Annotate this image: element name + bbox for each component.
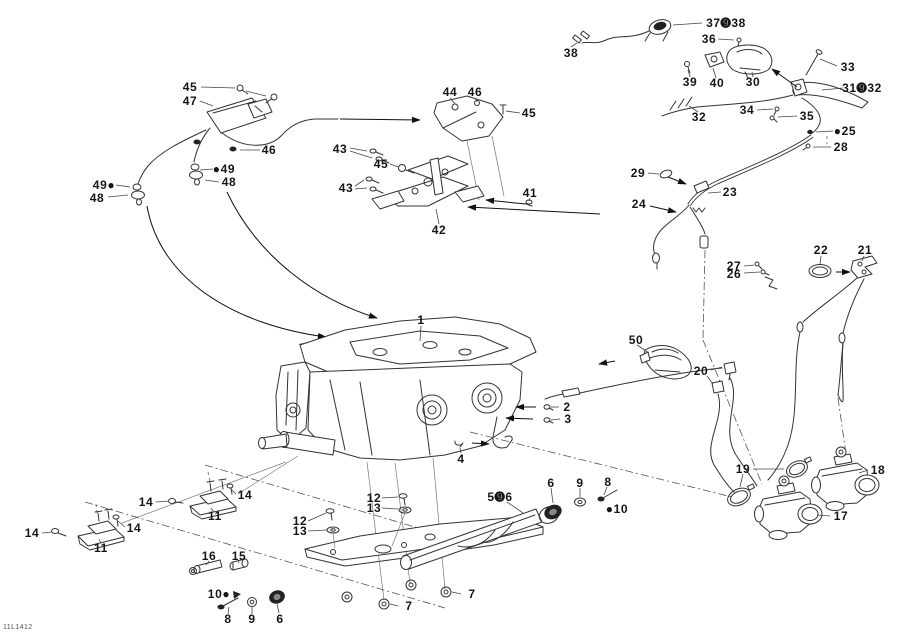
callout-6-damper-right: 6 <box>547 476 555 490</box>
callout-2-screw: 2 <box>563 400 571 414</box>
callout-49-plug-cap-mid: ●49 <box>212 162 236 176</box>
callout-45-coil: 45 <box>182 80 198 94</box>
callout-43-screws-upper: 43 <box>332 142 348 156</box>
handlebar-controls-drawing <box>572 19 869 151</box>
carburetor-drawing <box>727 446 880 540</box>
callout-8-screw-left: 8 <box>224 612 232 626</box>
callout-13-washer-left: 13 <box>292 524 308 538</box>
callout-14-bolt-d: 14 <box>237 488 253 502</box>
callout-3-screw: 3 <box>564 412 572 426</box>
callout-47-coil: 47 <box>182 94 198 108</box>
callout-35-screw: 35 <box>799 109 815 123</box>
callout-43-screws-lower: 43 <box>338 181 354 195</box>
callout-8-screw-right: 8 <box>604 475 612 489</box>
callout-7-nut-b: 7 <box>405 599 413 613</box>
engine-drawing <box>121 316 554 601</box>
callout-12-screw-right: 12 <box>366 491 382 505</box>
callout-25-cap: ●25 <box>833 124 857 138</box>
callout-7-nut-a: 7 <box>468 587 476 601</box>
callout-9-washer-right: 9 <box>576 476 584 490</box>
callout-19-clamps: 19 <box>735 462 751 476</box>
engine-support-drawing <box>51 431 733 610</box>
callout-38-wires: 38 <box>563 46 579 60</box>
callout-20-connectors: 20 <box>693 364 709 378</box>
callout-44-bracket: 44 <box>442 85 458 99</box>
callout-12-screw-left: 12 <box>292 514 308 528</box>
callout-24-spring: 24 <box>631 197 647 211</box>
callout-23-conduit: 23 <box>722 185 738 199</box>
callout-22-gasket: 22 <box>813 243 829 257</box>
callout-33-screw: 33 <box>840 60 856 74</box>
callout-1-engine: 1 <box>417 313 425 327</box>
lever-bracket-drawing <box>365 95 601 215</box>
callout-5-6-support: 5➒6 <box>487 490 513 504</box>
callout-46-nut-left: 46 <box>261 143 277 157</box>
callout-4-clamp: 4 <box>457 452 465 466</box>
callout-15-bushing: 15 <box>231 549 247 563</box>
callout-41-bolt: 41 <box>522 186 538 200</box>
callout-36-screw: 36 <box>701 32 717 46</box>
callout-27-screw: 27 <box>726 259 742 273</box>
callout-14-bolt-b: 14 <box>126 521 142 535</box>
callout-48-plug-left: 48 <box>89 191 105 205</box>
ignition-harness-drawing <box>131 84 421 340</box>
callout-26-screw: 26 <box>726 267 742 281</box>
callout-28-screw: 28 <box>833 140 849 154</box>
callout-9-washer-left: 9 <box>248 612 256 626</box>
leader-lines <box>41 22 869 615</box>
callout-14-bolt-a: 14 <box>24 526 40 540</box>
callout-13-washer-right: 13 <box>366 501 382 515</box>
callout-21-bracket: 21 <box>857 243 873 257</box>
callout-39-screw: 39 <box>682 75 698 89</box>
callout-10-nut-left: 10● <box>207 587 231 601</box>
callout-37-38-switch: 37➒38 <box>706 16 746 30</box>
callout-16-stud: 16 <box>201 549 217 563</box>
callout-48-plug-mid: 48 <box>221 175 237 189</box>
callout-18-carb: 18 <box>870 463 886 477</box>
callout-46-bracket: 46 <box>467 85 483 99</box>
callout-49-plug-cap-left: 49● <box>92 178 116 192</box>
callout-32-grip: 32 <box>691 110 707 124</box>
silencer-fuel-drawing <box>544 345 758 493</box>
drawing-code: 11L1412 <box>3 624 33 631</box>
callout-11-mount-left: 11 <box>94 541 108 555</box>
callout-30-housing: 30 <box>745 75 761 89</box>
callout-31-32-lever: 31➒32 <box>842 81 882 95</box>
callout-17-carb: 17 <box>833 509 849 523</box>
carburetor-body <box>754 475 823 540</box>
callout-45-bracket: 45 <box>521 106 537 120</box>
callout-11-mount-mid: 11 <box>208 509 222 523</box>
callout-50-cap: 50 <box>628 333 644 347</box>
callout-6-damper-left: 6 <box>276 612 284 626</box>
callout-42-lever-assy: 42 <box>431 223 447 237</box>
callout-29-clip: 29 <box>630 166 646 180</box>
callout-14-bolt-c: 14 <box>138 495 154 509</box>
callout-34-screw: 34 <box>739 103 755 117</box>
callout-45-lever: 45 <box>373 157 389 171</box>
callout-10-nut-right: ●10 <box>605 502 629 516</box>
callout-40-guide: 40 <box>709 76 725 90</box>
throttle-cable-drawing <box>652 134 878 485</box>
